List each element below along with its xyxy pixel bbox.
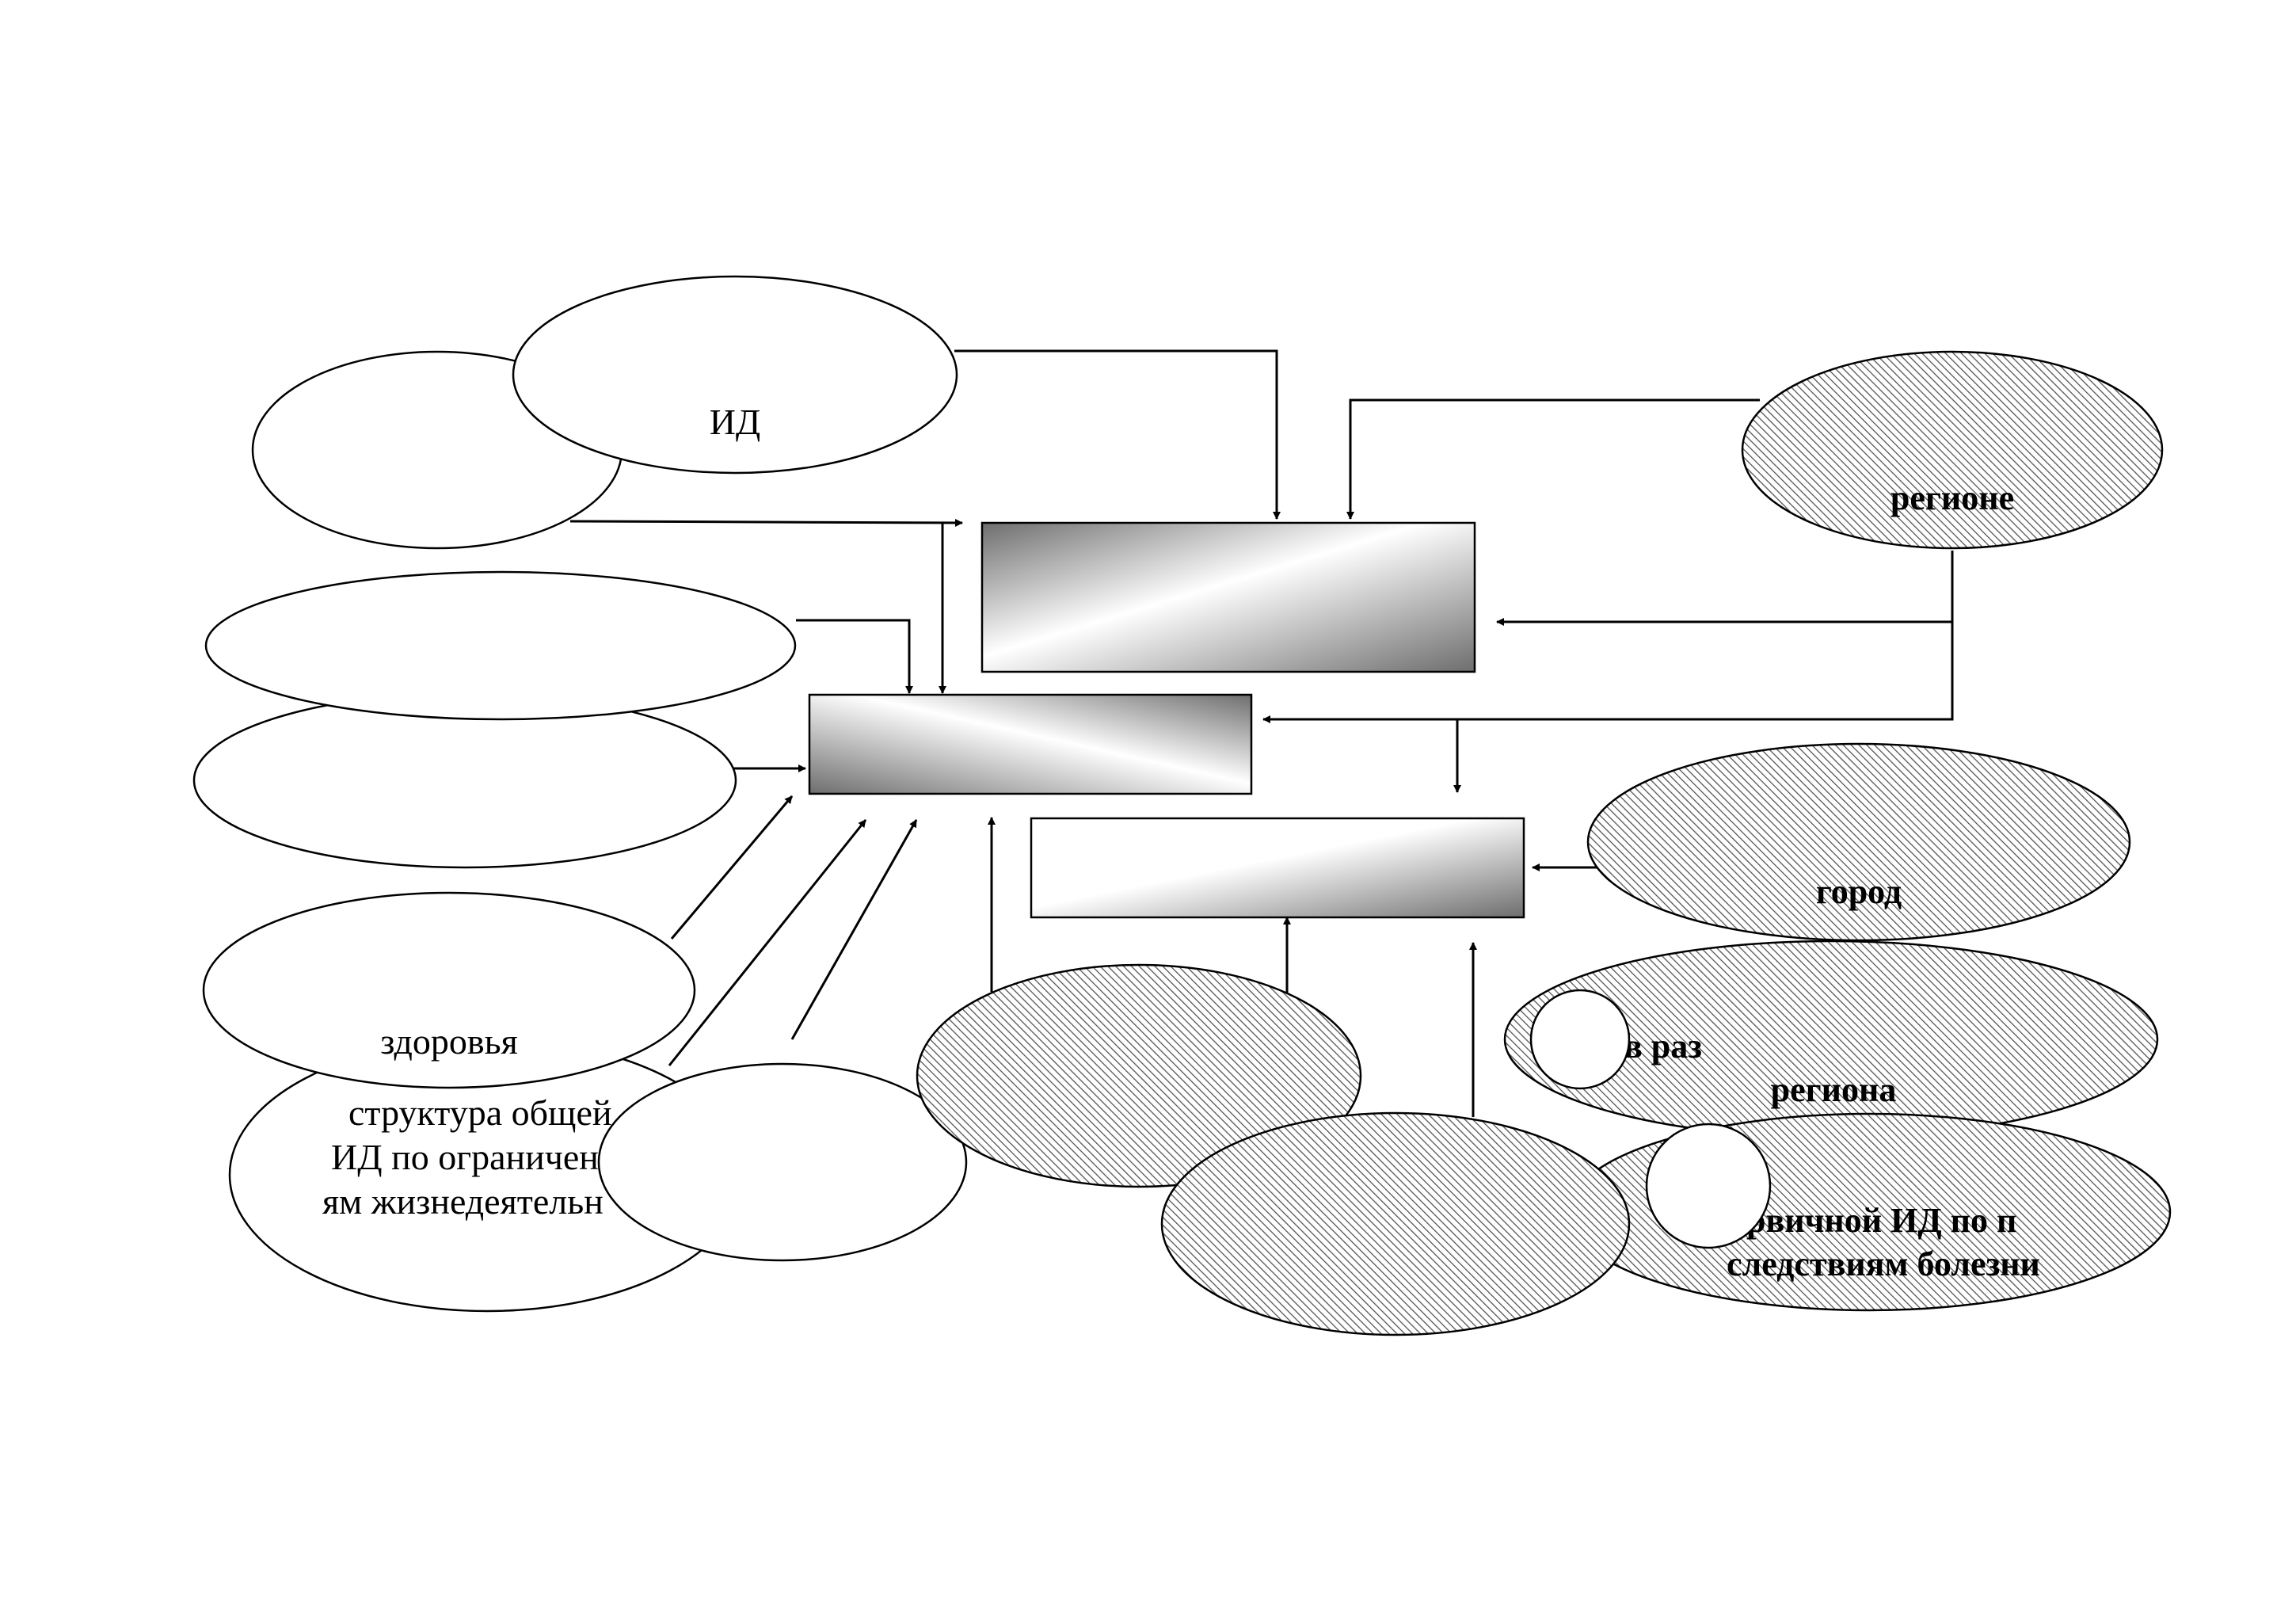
oval-city xyxy=(1586,742,2131,942)
edge-health-to-box2 xyxy=(670,795,794,940)
oval-structure-line1: структура общей xyxy=(348,1092,612,1133)
oval-structure-line2: ИД по ограничен xyxy=(331,1137,599,1177)
oval-small-center xyxy=(597,1062,968,1262)
box-middle xyxy=(808,693,1253,795)
oval-primary-line1: рвичной ИД по п xyxy=(1746,1201,2016,1240)
oval-health-label: здоровья xyxy=(380,1021,518,1062)
edge-oval3-to-box2 xyxy=(796,619,913,694)
edge-region-to-box2 xyxy=(1262,622,1954,723)
oval-health xyxy=(202,891,696,1089)
oval-primary-small-circle xyxy=(1645,1123,1772,1249)
oval-region-label: регионе xyxy=(1890,478,2014,517)
box-top xyxy=(980,521,1476,673)
oval-city-label: город xyxy=(1816,872,1902,911)
oval-region2-line2: региона xyxy=(1771,1070,1897,1109)
connectors xyxy=(569,349,1954,1117)
oval-region2-line1: в раз xyxy=(1624,1027,1702,1066)
edge-left-oval-to-box1 xyxy=(569,518,963,527)
edge-region-to-box1-side xyxy=(1496,551,1954,626)
edge-structure-to-box2 xyxy=(668,819,867,1066)
edge-small-oval-to-box2 xyxy=(790,819,918,1040)
oval-id xyxy=(512,275,958,475)
box-bottom xyxy=(1030,817,1525,919)
oval-id-label: ИД xyxy=(710,402,761,442)
oval-hatched-center xyxy=(916,963,1362,1188)
oval-region xyxy=(1741,350,2164,550)
oval-structure-line3: ям жизнедеятельн xyxy=(322,1181,604,1222)
edge-region-to-box1 xyxy=(1346,398,1760,520)
oval-region2-small-circle xyxy=(1529,989,1631,1090)
edge-top-oval-to-box1 xyxy=(954,349,1281,520)
oval-left-middle-upper xyxy=(204,570,797,721)
oval-primary-line2: следствиям болезни xyxy=(1727,1245,2040,1283)
oval-hatched-bottom xyxy=(1160,1111,1631,1336)
